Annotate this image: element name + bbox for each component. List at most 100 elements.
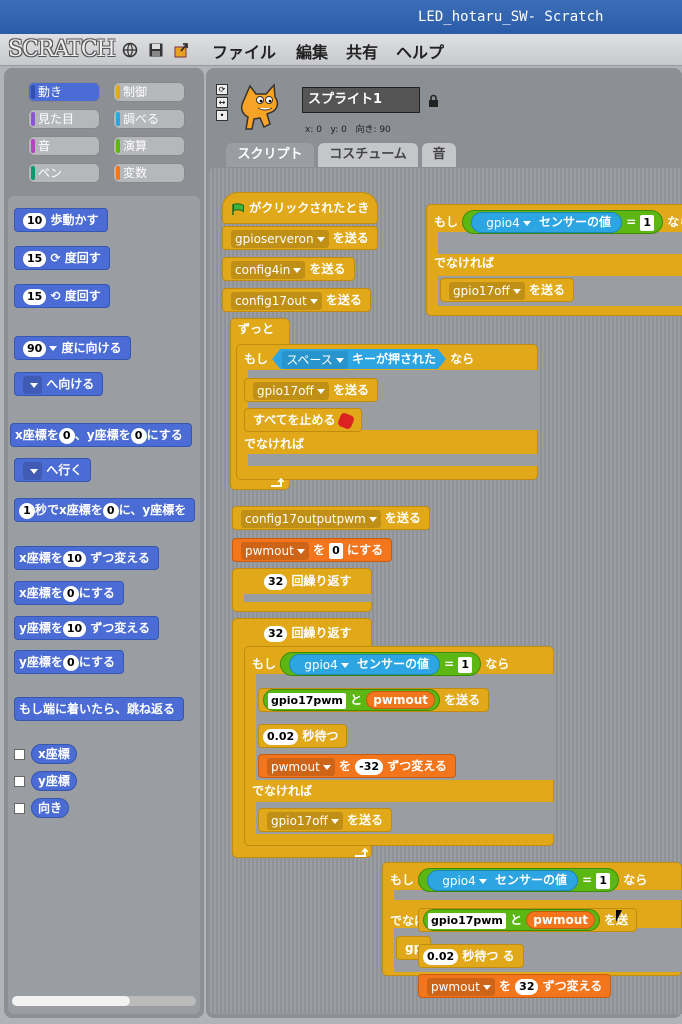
change-value-input[interactable]: -32 bbox=[355, 758, 384, 775]
sensor-dropdown[interactable]: gpio4 bbox=[482, 214, 535, 232]
reporter-direction[interactable]: 向き bbox=[31, 798, 70, 818]
equals-operator[interactable]: gpio4 センサーの値 = 1 bbox=[418, 868, 620, 892]
compare-value-input[interactable]: 1 bbox=[458, 656, 473, 673]
sensor-value-reporter[interactable]: gpio4 センサーの値 bbox=[471, 212, 622, 233]
block-set-pwmout[interactable]: pwmout を 0 にする bbox=[232, 538, 393, 562]
tab-scripts[interactable]: スクリプト bbox=[226, 143, 314, 167]
sensor-dropdown[interactable]: gpio4 bbox=[438, 872, 491, 890]
join-operator[interactable]: gpio17pwm と pwmout bbox=[423, 909, 600, 931]
category-control[interactable]: 制御 bbox=[113, 82, 185, 102]
flip-lr-icon[interactable]: ↔ bbox=[216, 97, 228, 108]
block-goto[interactable]: へ行く bbox=[14, 458, 92, 482]
lock-icon[interactable] bbox=[428, 94, 439, 107]
y-checkbox[interactable] bbox=[14, 776, 25, 787]
block-repeat-empty[interactable] bbox=[232, 568, 372, 612]
menu-help[interactable]: ヘルプ bbox=[396, 43, 445, 62]
block-broadcast-gpio17off[interactable]: gpio17off を送る bbox=[244, 378, 378, 402]
block-bounce[interactable]: もし端に着いたら、跳ね返る bbox=[14, 697, 185, 721]
block-point-towards[interactable]: へ向ける bbox=[14, 372, 104, 396]
message-dropdown[interactable]: config17outputpwm bbox=[241, 509, 381, 528]
block-broadcast-join-dragged[interactable]: gpio17pwm と pwmout を送 bbox=[418, 908, 638, 932]
repeat-count-input[interactable]: 32 bbox=[264, 573, 288, 590]
category-operators[interactable]: 演算 bbox=[113, 136, 185, 156]
no-rotate-icon[interactable]: • bbox=[216, 110, 228, 121]
move-steps-input[interactable]: 10 bbox=[23, 212, 47, 229]
block-move[interactable]: 10 歩動かす bbox=[14, 208, 108, 232]
change-value-input[interactable]: 32 bbox=[515, 978, 539, 995]
palette-scroll-thumb[interactable] bbox=[12, 996, 130, 1006]
variable-dropdown[interactable]: pwmout bbox=[267, 757, 335, 776]
join-text-input[interactable]: gpio17pwm bbox=[268, 692, 346, 709]
block-change-pwmout[interactable]: pwmout を -32 ずつ変える bbox=[258, 754, 456, 778]
block-broadcast-join[interactable]: gpio17pwm と pwmout を送る bbox=[258, 688, 490, 712]
tab-sounds[interactable]: 音 bbox=[422, 143, 456, 167]
set-value-input[interactable]: 0 bbox=[329, 542, 343, 559]
reporter-y[interactable]: y座標 bbox=[31, 771, 77, 791]
category-sound[interactable]: 音 bbox=[28, 136, 100, 156]
join-text-input[interactable]: gpio17pwm bbox=[428, 912, 506, 929]
category-sensing[interactable]: 調べる bbox=[113, 109, 185, 129]
message-dropdown[interactable]: config17out bbox=[231, 291, 322, 310]
category-looks[interactable]: 見た目 bbox=[28, 109, 100, 129]
save-icon[interactable] bbox=[148, 42, 164, 58]
sensor-value-reporter[interactable]: gpio4 センサーの値 bbox=[427, 870, 578, 891]
block-broadcast-config17out[interactable]: config17out を送る bbox=[222, 288, 371, 312]
join-operator[interactable]: gpio17pwm と pwmout bbox=[263, 689, 440, 711]
pwmout-reporter[interactable]: pwmout bbox=[366, 691, 435, 709]
change-y-input[interactable]: 10 bbox=[62, 620, 87, 637]
block-stop-all[interactable]: すべてを止める bbox=[244, 408, 363, 432]
variable-dropdown[interactable]: pwmout bbox=[241, 541, 309, 560]
goto-y-input[interactable]: 0 bbox=[130, 427, 147, 444]
dropdown-arrow-icon[interactable] bbox=[49, 346, 58, 351]
sensor-value-reporter[interactable]: gpio4 センサーの値 bbox=[289, 654, 440, 675]
turn-right-input[interactable]: 15 bbox=[23, 250, 47, 267]
wait-secs-input[interactable]: 0.02 bbox=[263, 728, 299, 745]
compare-value-input[interactable]: 1 bbox=[640, 214, 655, 231]
reporter-x[interactable]: x座標 bbox=[31, 744, 77, 764]
block-broadcast-gpio17off[interactable]: gpio17off を送る bbox=[258, 808, 392, 832]
scripts-area[interactable]: がクリックされたとき gpioserveron を送る config4in を送… bbox=[208, 168, 682, 1014]
set-y-input[interactable]: 0 bbox=[62, 654, 79, 671]
compare-value-input[interactable]: 1 bbox=[596, 872, 611, 889]
message-dropdown[interactable]: config4in bbox=[231, 260, 306, 279]
block-broadcast-gpio17off[interactable]: gpio17off を送る bbox=[440, 278, 574, 302]
goto-dropdown[interactable] bbox=[23, 461, 42, 480]
globe-icon[interactable] bbox=[122, 42, 138, 58]
block-change-pwmout-dragged[interactable]: pwmout を 32 ずつ変える bbox=[418, 974, 612, 998]
equals-operator[interactable]: gpio4 センサーの値 = 1 bbox=[280, 652, 482, 676]
wait-secs-input[interactable]: 0.02 bbox=[423, 948, 459, 965]
sensor-dropdown[interactable]: gpio4 bbox=[300, 656, 353, 674]
menu-edit[interactable]: 編集 bbox=[296, 43, 329, 62]
turn-left-input[interactable]: 15 bbox=[23, 288, 47, 305]
key-pressed-predicate[interactable]: スペース キーが押された bbox=[272, 349, 446, 369]
message-dropdown[interactable]: gpio17off bbox=[449, 281, 525, 300]
x-checkbox[interactable] bbox=[14, 749, 25, 760]
message-dropdown[interactable]: gpio17off bbox=[267, 811, 343, 830]
block-wait[interactable]: 0.02 秒待つ bbox=[258, 724, 348, 748]
message-dropdown[interactable]: gpioserveron bbox=[231, 229, 329, 248]
change-x-input[interactable]: 10 bbox=[62, 550, 87, 567]
block-broadcast-config17outputpwm[interactable]: config17outputpwm を送る bbox=[232, 506, 430, 530]
share-icon[interactable] bbox=[174, 42, 190, 58]
glide-secs-input[interactable]: 1 bbox=[19, 502, 35, 519]
block-broadcast-config4in[interactable]: config4in を送る bbox=[222, 257, 355, 281]
goto-x-input[interactable]: 0 bbox=[58, 427, 75, 444]
glide-x-input[interactable]: 0 bbox=[102, 502, 119, 519]
direction-checkbox[interactable] bbox=[14, 803, 25, 814]
block-broadcast-serveron[interactable]: gpioserveron を送る bbox=[222, 226, 378, 250]
block-turn-right[interactable]: 15 ⟳ 度回す bbox=[14, 246, 110, 270]
towards-dropdown[interactable] bbox=[23, 375, 42, 394]
menu-share[interactable]: 共有 bbox=[346, 43, 379, 62]
block-when-flag-clicked[interactable]: がクリックされたとき bbox=[222, 192, 379, 224]
block-wait-dragged[interactable]: 0.02 秒待つ る bbox=[418, 944, 524, 968]
category-variables[interactable]: 変数 bbox=[113, 163, 185, 183]
equals-operator[interactable]: gpio4 センサーの値 = 1 bbox=[462, 210, 664, 234]
palette-scrollbar[interactable] bbox=[12, 996, 196, 1006]
category-motion[interactable]: 動き bbox=[28, 82, 100, 102]
